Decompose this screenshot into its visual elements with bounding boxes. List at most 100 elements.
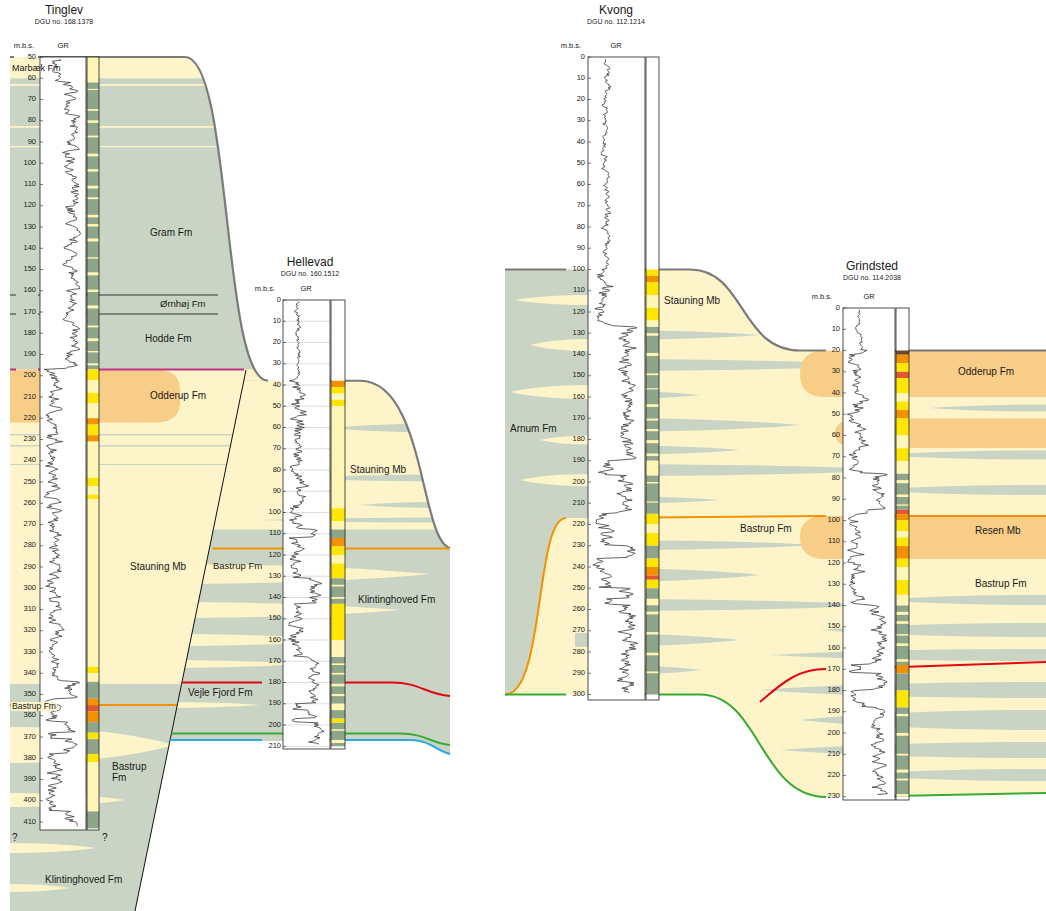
depth-tick <box>283 703 286 704</box>
depth-tick <box>40 460 43 461</box>
lithology-interval <box>87 682 99 699</box>
surface-line <box>505 270 1046 351</box>
formation-label: Bastrup Fm <box>11 702 57 712</box>
lithology-interval <box>87 57 99 83</box>
depth-label: 70 <box>28 95 36 104</box>
depth-tick <box>588 120 591 121</box>
depth-tick <box>40 588 43 589</box>
lithology-column <box>896 308 909 800</box>
lithology-streak <box>87 257 99 258</box>
lithology-interval <box>896 351 909 355</box>
boundary-line <box>505 516 1046 695</box>
gamma-ray-curve <box>593 59 638 692</box>
well-name: Kvong <box>587 4 645 18</box>
depth-label: 150 <box>23 265 36 274</box>
depth-tick <box>283 746 286 747</box>
lithology-streak <box>87 290 99 292</box>
lithology-interval <box>646 327 659 461</box>
depth-label: 130 <box>572 329 585 338</box>
depth-label: 200 <box>572 478 585 487</box>
lithology-streak <box>646 501 659 502</box>
depth-tick <box>40 652 43 653</box>
depth-label: 280 <box>23 541 36 550</box>
depth-label: 150 <box>827 622 840 631</box>
grid-line <box>283 321 330 322</box>
lithology-streak <box>87 215 99 218</box>
depth-label: 0 <box>277 296 281 305</box>
lithology-interval <box>896 546 909 559</box>
gamma-ray-curve <box>847 310 887 794</box>
depth-tick <box>843 478 846 479</box>
depth-tick <box>40 609 43 610</box>
lithology-streak <box>87 186 99 189</box>
depth-label: 250 <box>23 478 36 487</box>
depth-tick <box>40 333 43 334</box>
depth-tick <box>843 754 846 755</box>
lithology-interval <box>331 723 345 746</box>
depth-tick <box>843 371 846 372</box>
depth-label: 30 <box>832 367 840 376</box>
depth-tick <box>588 78 591 79</box>
formation-label: Klintinghoved Fm <box>45 874 122 886</box>
depth-tick <box>588 227 591 228</box>
lithology-interval <box>331 394 345 400</box>
depth-label: 360 <box>23 711 36 720</box>
well-number: DGU no. 160.1512 <box>281 270 339 278</box>
depth-tick <box>283 533 286 534</box>
lithology-interval <box>896 538 909 547</box>
grid-line <box>283 640 330 641</box>
column-outline <box>646 57 659 700</box>
depth-tick <box>588 248 591 249</box>
lithology-streak <box>646 454 659 457</box>
lithology-streak <box>646 353 659 356</box>
depth-tick <box>283 342 286 343</box>
lithology-streak <box>896 643 909 646</box>
lithology-column <box>331 300 345 749</box>
depth-tick <box>843 393 846 394</box>
lithology-streak <box>896 621 909 624</box>
lithology-interval <box>87 380 99 393</box>
grid-line <box>283 661 330 662</box>
lithology-streak <box>87 224 99 227</box>
lithology-streak <box>646 388 659 389</box>
formation-label: Odderup Fm <box>150 390 206 402</box>
lithology-interval <box>331 719 345 723</box>
depth-label: 390 <box>23 775 36 784</box>
sand-fill <box>500 260 1046 800</box>
lithology-interval <box>896 595 909 606</box>
depth-label: 160 <box>572 393 585 402</box>
depth-tick <box>843 775 846 776</box>
lithology-streak <box>896 480 909 483</box>
depth-label: 170 <box>572 414 585 423</box>
depth-tick <box>843 733 846 734</box>
depth-label: 100 <box>827 516 840 525</box>
depth-tick <box>283 512 286 513</box>
depth-label: 70 <box>832 452 840 461</box>
column-header: m.b.s. <box>561 42 581 51</box>
lithology-streak <box>87 326 99 328</box>
depth-label: 170 <box>23 308 36 317</box>
interfinger-wedge <box>780 742 1046 758</box>
lithology-interval <box>896 567 909 580</box>
lithology-streak <box>331 663 345 665</box>
formation-label: Bastrup Fm <box>740 523 792 535</box>
section-break-line <box>135 370 246 911</box>
lithology-interval <box>331 555 345 564</box>
well-name: Tinglev <box>35 4 93 18</box>
depth-tick <box>843 350 846 351</box>
depth-label: 80 <box>28 116 36 125</box>
depth-label: 350 <box>23 690 36 699</box>
depth-label: 190 <box>23 350 36 359</box>
depth-tick <box>40 78 43 79</box>
lithology-interval <box>646 559 659 568</box>
depth-label: 40 <box>577 138 585 147</box>
depth-tick <box>588 439 591 440</box>
track-outline <box>40 57 86 830</box>
lithology-interval <box>87 442 99 478</box>
lithology-streak <box>87 169 99 172</box>
depth-tick <box>40 779 43 780</box>
lithology-interval <box>87 733 99 739</box>
depth-label: 190 <box>268 699 281 708</box>
grid-line <box>283 491 330 492</box>
lithology-streak <box>896 794 909 797</box>
